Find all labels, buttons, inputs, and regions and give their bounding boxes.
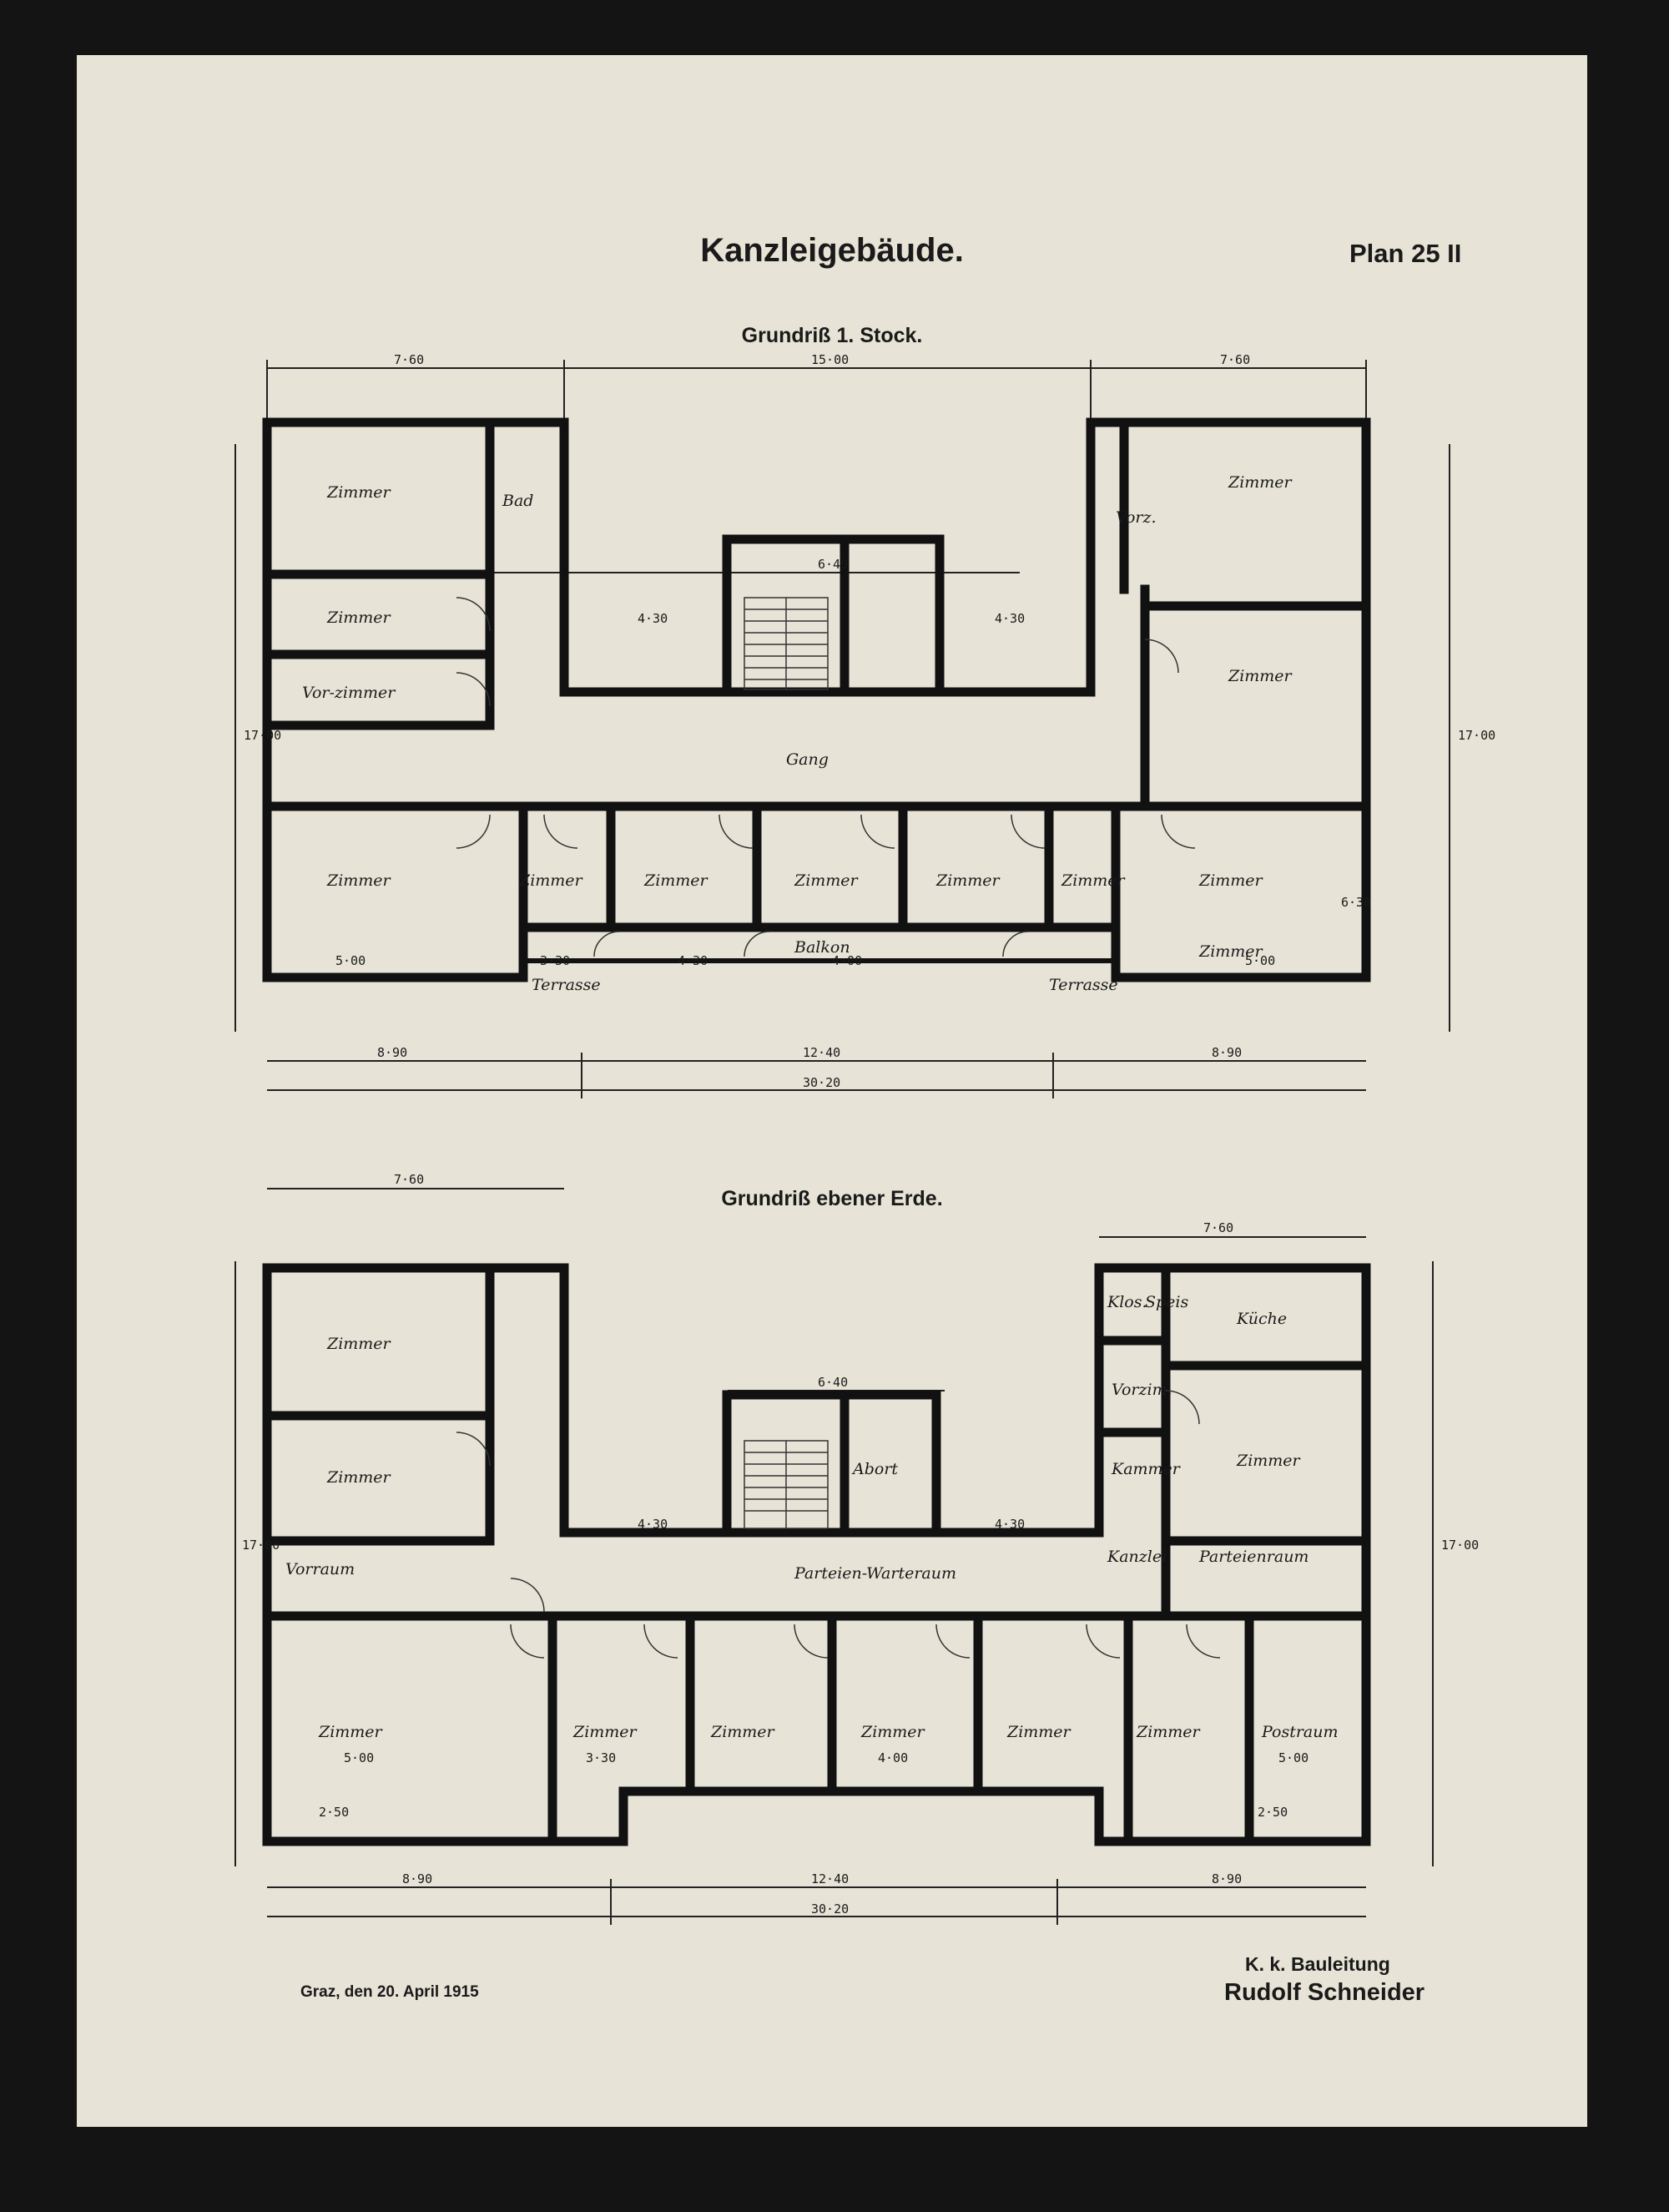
upper-dim-label: 15·00 xyxy=(811,352,849,367)
lower-dim-label: 17·00 xyxy=(1441,1538,1479,1553)
upper-dim-label: 8·90 xyxy=(377,1045,407,1060)
upper-room-label: Terrasse xyxy=(1049,976,1118,994)
lower-room-label: Klos. xyxy=(1107,1293,1147,1311)
upper-walls xyxy=(262,417,1371,982)
upper-dim-label: 7·60 xyxy=(394,352,424,367)
upper-room-label: Zimmer xyxy=(1228,667,1293,685)
lower-dim-label: 8·90 xyxy=(402,1871,432,1886)
lower-dim-label: 8·90 xyxy=(1212,1871,1242,1886)
upper-room-label: Vor-zimmer xyxy=(302,684,396,702)
lower-doors xyxy=(456,1390,1221,1659)
upper-dim-label: 7·60 xyxy=(1220,352,1250,367)
upper-room-label: Balkon xyxy=(794,938,850,957)
upper-room-labels: Zimmer Zimmer Vor-zimmer Zimmer Bad Vorz… xyxy=(302,473,1293,994)
upper-room-label: Zimmer xyxy=(1198,942,1264,961)
floor-plans: Zimmer Zimmer Vor-zimmer Zimmer Bad Vorz… xyxy=(234,352,1495,1925)
lower-stair xyxy=(744,1440,829,1529)
lower-dim-label: 30·20 xyxy=(811,1901,849,1917)
upper-room-label: Zimmer xyxy=(518,871,584,890)
upper-dim-label: 6·30 xyxy=(1341,895,1371,910)
upper-dimension-labels: 7·60 15·00 7·60 6·40 4·30 4·30 8·90 12·4… xyxy=(244,352,1495,1090)
upper-dim-label: 4·30 xyxy=(678,953,708,968)
lower-room-label: Zimmer xyxy=(1236,1452,1302,1470)
lower-dim-label: 4·30 xyxy=(638,1517,668,1532)
lower-room-label: Zimmer xyxy=(1136,1723,1202,1741)
upper-room-label: Zimmer xyxy=(326,609,392,627)
upper-dim-label: 12·40 xyxy=(803,1045,840,1060)
upper-dim-label: 5·00 xyxy=(1245,953,1275,968)
lower-dim-label: 5·00 xyxy=(344,1750,374,1765)
lower-room-label: Vorraum xyxy=(285,1560,355,1578)
upper-room-label: Vorz. xyxy=(1116,508,1157,527)
lower-dimension-labels: 7·60 7·60 6·40 4·30 4·30 8·90 12·40 8·90… xyxy=(242,1172,1479,1917)
signer-name: Rudolf Schneider xyxy=(1224,1979,1425,2006)
lower-room-label: Zimmer xyxy=(1006,1723,1072,1741)
drawing-sheet: Kanzleigebäude. Plan 25 II Grundriß 1. S… xyxy=(77,55,1587,2127)
upper-dim-label: 17·00 xyxy=(1458,728,1495,743)
lower-room-label: Zimmer xyxy=(860,1723,926,1741)
upper-room-label: Zimmer xyxy=(935,871,1001,890)
lower-dim-label: 6·40 xyxy=(818,1375,848,1390)
lower-dim-label: 4·00 xyxy=(878,1750,908,1765)
upper-plan-caption: Grundriß 1. Stock. xyxy=(741,324,923,347)
lower-dim-label: 12·40 xyxy=(811,1871,849,1886)
upper-dim-label: 4·00 xyxy=(832,953,862,968)
lower-dim-label: 2·50 xyxy=(1258,1805,1288,1820)
upper-room-label: Zimmer xyxy=(1198,871,1264,890)
lower-room-label: Zimmer xyxy=(326,1335,392,1353)
lower-dim-label: 17·00 xyxy=(242,1538,280,1553)
lower-room-label: Postraum xyxy=(1261,1723,1339,1741)
lower-room-label: Vorzim. xyxy=(1112,1381,1172,1399)
lower-dim-label: 7·60 xyxy=(1203,1220,1233,1235)
upper-dim-label: 5·00 xyxy=(335,953,366,968)
lower-room-label: Kanzlei xyxy=(1107,1548,1167,1566)
lower-room-label: Speis xyxy=(1145,1293,1188,1311)
upper-room-label: Terrasse xyxy=(532,976,601,994)
lower-room-label: Zimmer xyxy=(326,1468,392,1487)
upper-dim-label: 30·20 xyxy=(803,1075,840,1090)
lower-room-label: Parteien-Warteraum xyxy=(794,1564,956,1583)
lower-plan-caption: Grundriß ebener Erde. xyxy=(721,1187,943,1210)
lower-room-label: Kammer xyxy=(1111,1460,1182,1478)
upper-dim-label: 4·30 xyxy=(638,611,668,626)
date-line: Graz, den 20. April 1915 xyxy=(300,1983,479,2001)
upper-dim-label: 3·30 xyxy=(540,953,570,968)
lower-room-labels: Zimmer Zimmer Vorraum Parteien-Warteraum… xyxy=(285,1293,1339,1741)
upper-room-label: Zimmer xyxy=(1228,473,1293,492)
upper-stair xyxy=(744,597,829,690)
lower-dim-label: 4·30 xyxy=(995,1517,1025,1532)
upper-dim-label: 8·90 xyxy=(1212,1045,1242,1060)
drawing-title: Kanzleigebäude. xyxy=(700,232,964,269)
upper-room-label: Gang xyxy=(786,750,829,769)
upper-doors xyxy=(456,597,1196,957)
lower-dim-label: 5·00 xyxy=(1278,1750,1308,1765)
upper-dim-label: 4·30 xyxy=(995,611,1025,626)
upper-room-label: Zimmer xyxy=(643,871,709,890)
upper-room-label: Zimmer xyxy=(1061,871,1127,890)
plan-number: Plan 25 II xyxy=(1349,239,1462,268)
lower-room-label: Küche xyxy=(1236,1310,1287,1328)
lower-room-label: Parteienraum xyxy=(1198,1548,1308,1566)
lower-room-label: Zimmer xyxy=(572,1723,638,1741)
upper-dim-label: 6·40 xyxy=(818,557,848,572)
upper-room-label: Bad xyxy=(502,492,533,510)
lower-room-label: Abort xyxy=(851,1460,898,1478)
lower-room-label: Zimmer xyxy=(710,1723,776,1741)
lower-dim-label: 7·60 xyxy=(394,1172,424,1187)
lower-room-label: Zimmer xyxy=(318,1723,384,1741)
upper-dim-label: 17·00 xyxy=(244,728,281,743)
lower-dim-label: 2·50 xyxy=(319,1805,349,1820)
upper-room-label: Zimmer xyxy=(326,483,392,502)
upper-room-label: Zimmer xyxy=(794,871,860,890)
upper-floor-plan: Zimmer Zimmer Vor-zimmer Zimmer Bad Vorz… xyxy=(234,352,1495,1098)
lower-floor-plan: Zimmer Zimmer Vorraum Parteien-Warteraum… xyxy=(234,1172,1479,1925)
lower-walls xyxy=(262,1263,1371,1846)
issuing-office: K. k. Bauleitung xyxy=(1245,1953,1390,1975)
lower-dim-label: 3·30 xyxy=(586,1750,616,1765)
upper-room-label: Zimmer xyxy=(326,871,392,890)
